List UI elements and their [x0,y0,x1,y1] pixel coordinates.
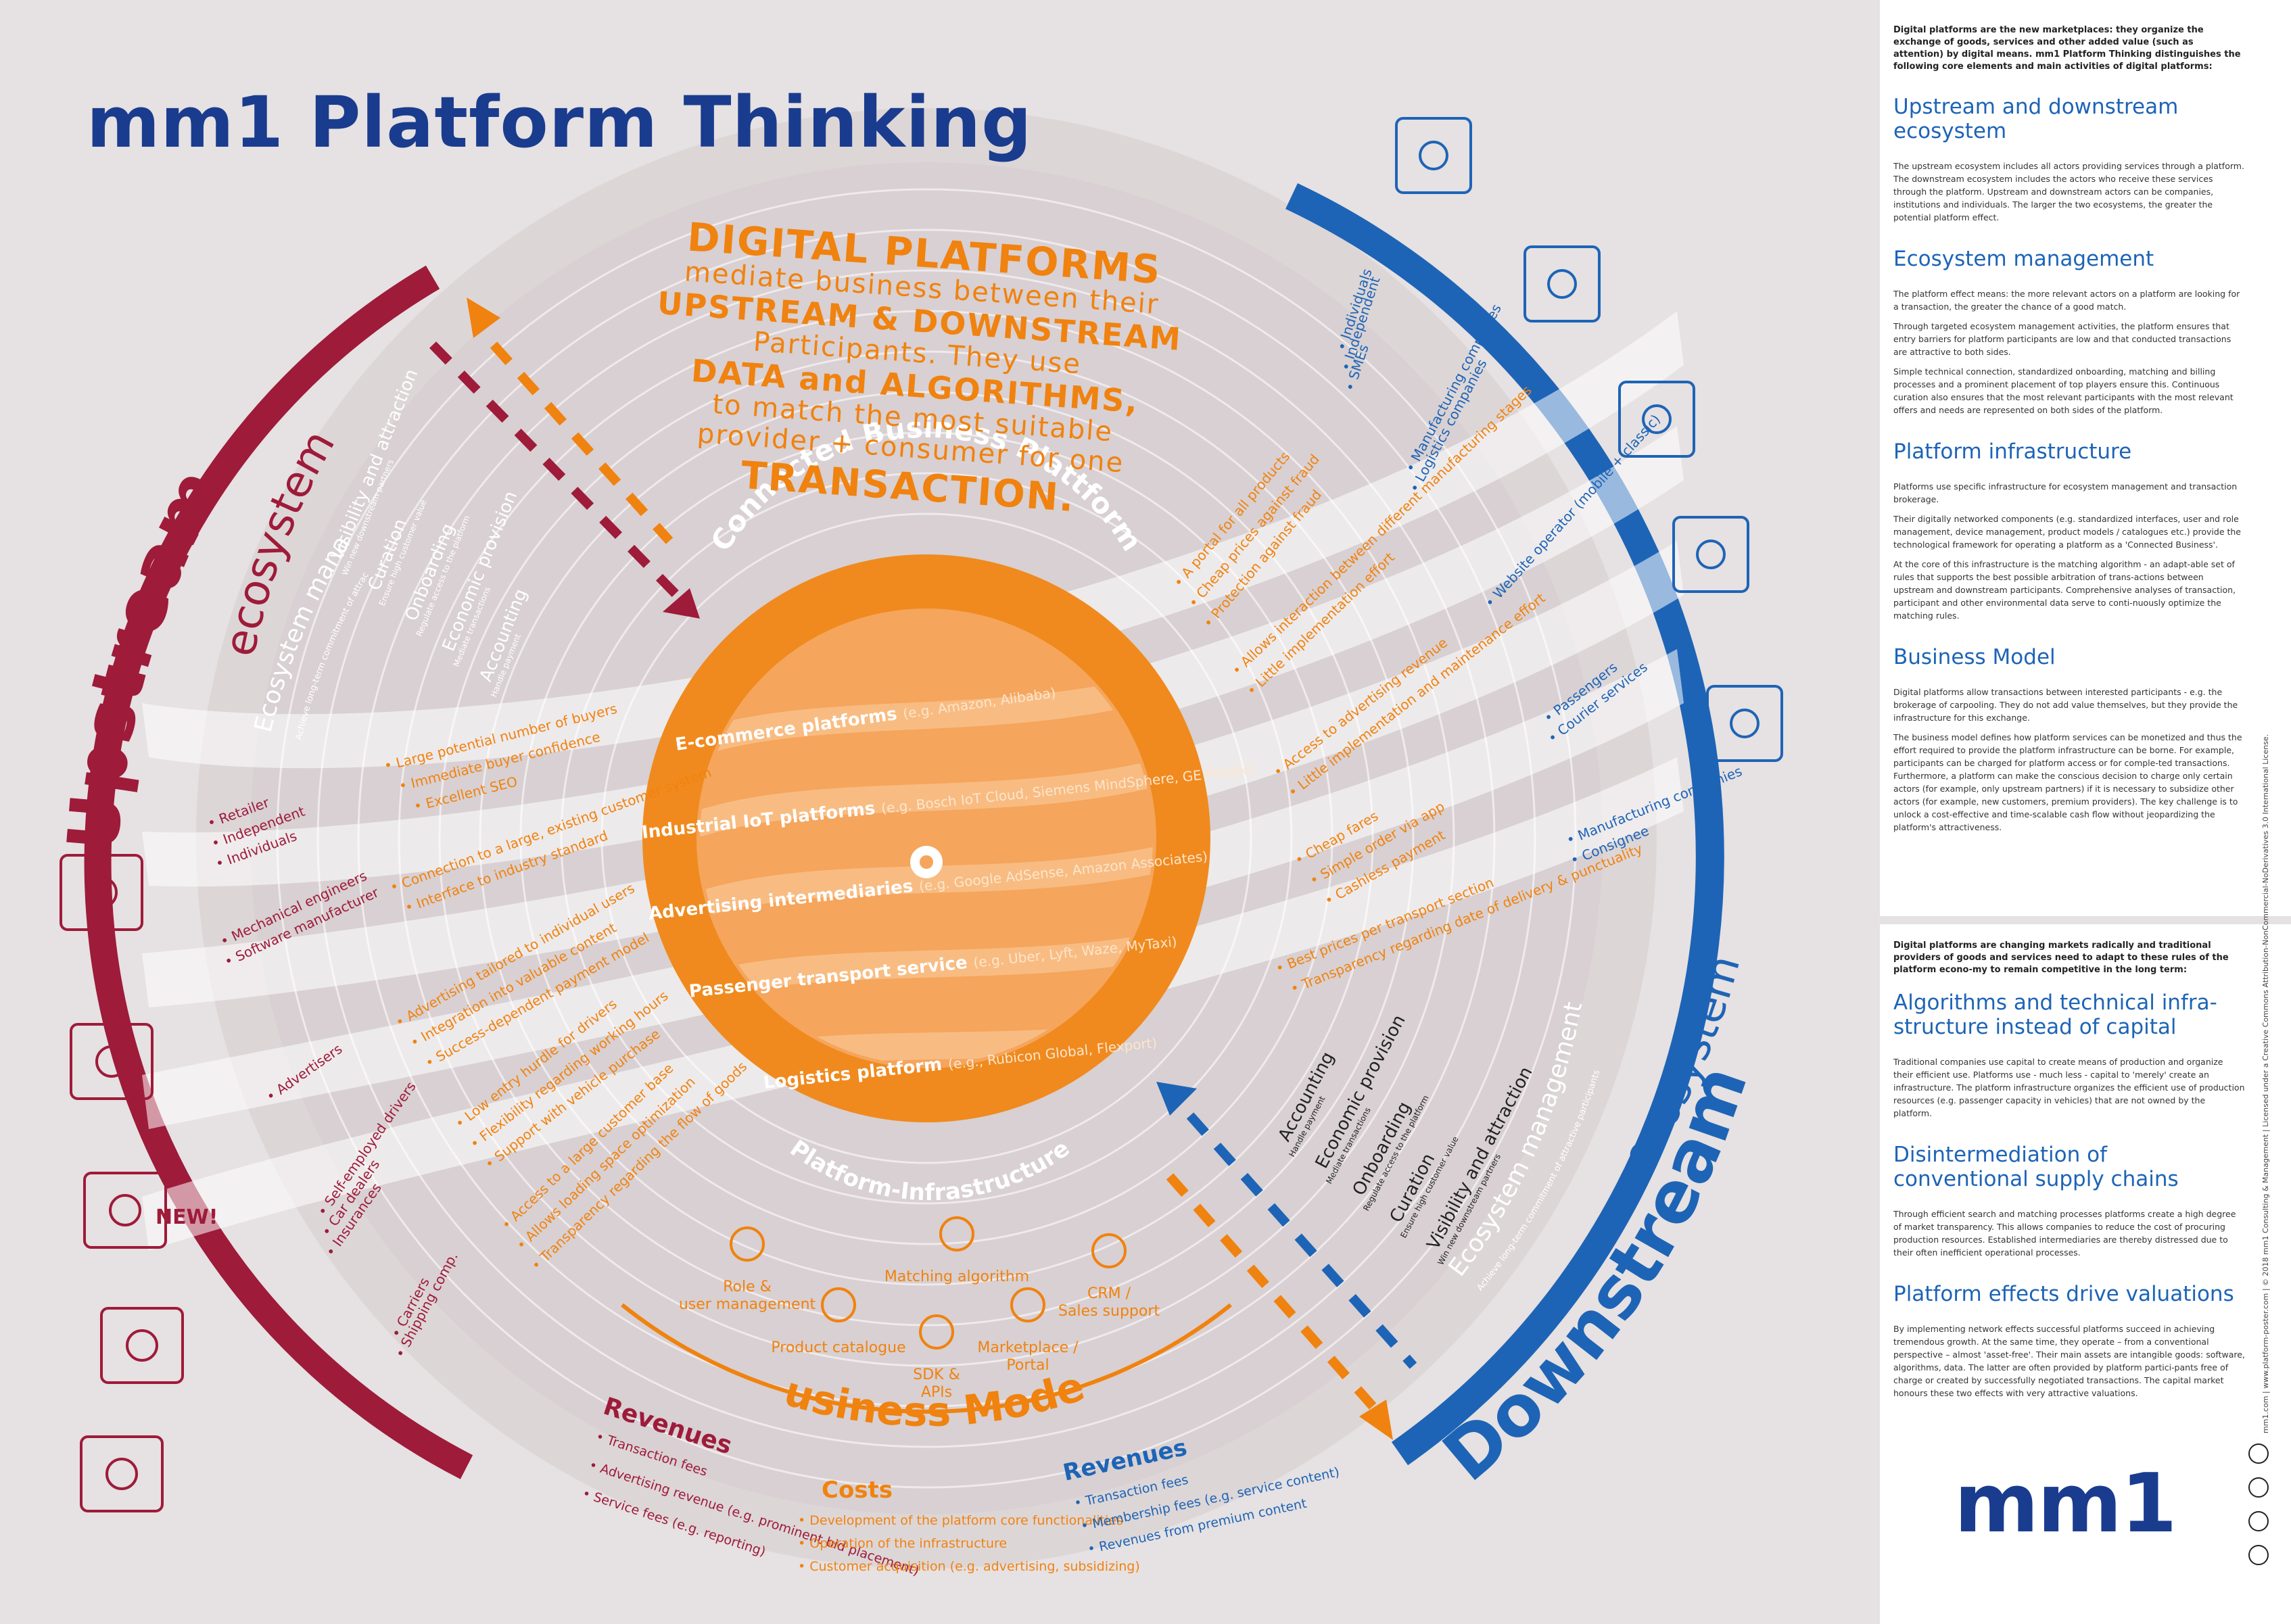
cost-item: • Operation of the infrastructure [798,1536,1007,1551]
downstream-orange-dashed [1166,1173,1377,1410]
flow-band [142,426,1684,887]
sidebar-divider [1880,916,2291,924]
sidebar-paragraph: Traditional companies use capital to cre… [1893,1057,2245,1118]
infrastructure-label: Matching algorithm [884,1268,1029,1285]
sidebar-paragraph: Platforms use specific infrastructure fo… [1893,481,2238,504]
infrastructure-icon [1091,1233,1127,1268]
taxi-driver-icon [100,1307,184,1384]
factory-icon [80,1435,164,1512]
sidebar-paragraph: Their digitally networked components (e.… [1893,514,2242,550]
sidebar-section: Algorithms and technical infra-structure… [1893,990,2245,1126]
sidebar-section-heading: Upstream and downstream ecosystem [1893,95,2179,143]
upstream-dashed-arrow [429,341,694,612]
infrastructure-label: Marketplace / [977,1339,1079,1356]
sidebar-section-heading: Platform infrastructure [1893,439,2132,464]
infrastructure-label: Sales support [1058,1303,1160,1320]
downstream-arc [1285,183,1724,1466]
infrastructure-icon [1010,1287,1045,1322]
robot-arm-icon [1524,245,1601,323]
infrastructure-items: Role &user management Matching algorithmC… [679,1216,1160,1401]
flow-band [142,541,1684,1007]
downstream-dashed-arrow [1186,1112,1417,1369]
infrastructure-label: Portal [1006,1357,1049,1374]
business-model-arc [621,1303,1232,1414]
sidebar-section-heading: Algorithms and technical infra-structure… [1893,990,2217,1039]
sidebar-intro: Digital platforms are the new marketplac… [1893,25,2241,72]
sidebar-section: Platform effects drive valuations By impl… [1893,1282,2245,1406]
platform-diagram: Connected Business Plattform Platform-In… [0,0,1783,1579]
sidebar-section: Disintermediation of conventional supply… [1893,1143,2245,1266]
poster: Connected Business Plattform Platform-In… [0,0,1783,1579]
sidebar-section-heading: Platform effects drive valuations [1893,1282,2234,1306]
sidebar-paragraph: Digital platforms allow transactions bet… [1893,687,2238,723]
infrastructure-label: APIs [921,1384,952,1401]
sidebar-paragraph: Through efficient search and matching pr… [1893,1209,2236,1258]
upstream-arc [84,265,473,1479]
sidebar-section-heading: Ecosystem management [1893,247,2154,271]
sidebar-paragraph: The platform effect means: the more rele… [1893,289,2240,312]
costs-title: Costs [822,1477,893,1504]
sidebar-paragraph: Through targeted ecosystem management ac… [1893,321,2231,357]
sidebar-paragraph: At the core of this infrastructure is th… [1893,559,2236,621]
new-badge: NEW! [156,1205,218,1229]
sidebar-paragraph: The upstream ecosystem includes all acto… [1893,161,2244,222]
flow-band [142,649,1684,1129]
sidebar-section-heading: Business Model [1893,645,2056,669]
upstream-arrowhead [663,588,700,619]
sidebar-section-heading: Disintermediation of conventional supply… [1893,1143,2179,1191]
cost-item: • Development of the platform core funct… [798,1513,1123,1528]
mm1-logo: mm1 [1954,1457,2177,1551]
sidebar-paragraph: The business model defines how platform … [1893,732,2242,832]
website-icon [1618,381,1695,458]
infrastructure-label: CRM / [1087,1285,1131,1302]
new-firework-icon [83,1172,167,1249]
gear-icon [910,846,943,878]
woman-tablet-icon [1395,117,1472,194]
tablet-tools-icon [70,1023,153,1100]
license-text: mm1.com | www.platform-poster.com | © 20… [2261,734,2270,1433]
page-title: mm1 Platform Thinking [87,81,1033,164]
infrastructure-icon [939,1216,974,1251]
infrastructure-label: Product catalogue [771,1339,905,1356]
creative-commons-icon [2248,1443,2269,1565]
cost-item: • Customer acquisition (e.g. advertising… [798,1559,1140,1574]
downstream-orange-arrowhead [1359,1400,1393,1440]
infrastructure-label: Role & [723,1279,772,1295]
upstream-orange-dashed [490,341,674,544]
infrastructure-icon [730,1226,765,1262]
downstream-arrowhead [1156,1082,1197,1116]
ecosystem-icons: NEW! [60,117,1783,1512]
sidebar-paragraph: By implementing network effects successf… [1893,1324,2245,1398]
container-ship-icon [1706,685,1783,762]
upstream-orange-arrowhead [467,297,500,338]
sidebar-paragraph: Simple technical connection, standardize… [1893,366,2234,415]
shop-ducks-icon [60,854,143,931]
platform-core [696,608,1156,1068]
sidebar-intro-2: Digital platforms are changing markets r… [1893,940,2229,975]
infrastructure-icon [919,1314,954,1350]
sidebar: Digital platforms are the new marketplac… [1880,0,2291,1624]
infrastructure-icon [821,1287,856,1322]
taxi-phone-icon [1672,516,1749,593]
infrastructure-label: user management [679,1296,816,1313]
infrastructure-label: SDK & [913,1366,960,1383]
